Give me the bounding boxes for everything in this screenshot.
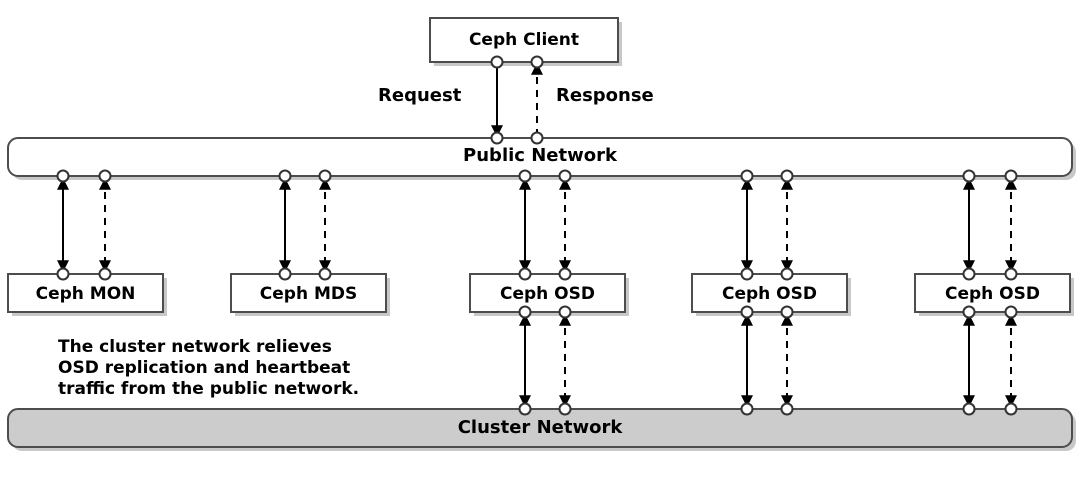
port-public-bottom-7[interactable]: [780, 169, 794, 183]
port-ceph-osd-3-top-1[interactable]: [1004, 267, 1018, 281]
port-public-bottom-3[interactable]: [318, 169, 332, 183]
ceph-osd-3-box[interactable]: [914, 273, 1071, 313]
port-public-bottom-6[interactable]: [740, 169, 754, 183]
links-group: [57, 62, 1017, 408]
port-public-top-0[interactable]: [490, 131, 504, 145]
port-public-bottom-8[interactable]: [962, 169, 976, 183]
ceph-mds-box[interactable]: [230, 273, 387, 313]
port-ceph-osd-1-top-1[interactable]: [558, 267, 572, 281]
port-ceph-osd-1-bottom-0[interactable]: [518, 305, 532, 319]
port-ceph-osd-2-bottom-1[interactable]: [780, 305, 794, 319]
port-ceph-mon-top-1[interactable]: [98, 267, 112, 281]
caption-block: The cluster network relieves OSD replica…: [58, 337, 359, 400]
port-cluster-top-1[interactable]: [558, 402, 572, 416]
port-ceph-osd-2-top-0[interactable]: [740, 267, 754, 281]
port-cluster-top-3[interactable]: [780, 402, 794, 416]
port-ceph-osd-1-top-0[interactable]: [518, 267, 532, 281]
port-ceph-mds-top-1[interactable]: [318, 267, 332, 281]
ports-group: [56, 55, 1018, 416]
cluster-network-box[interactable]: [7, 408, 1073, 448]
port-ceph-osd-3-bottom-1[interactable]: [1004, 305, 1018, 319]
port-client-bottom-0[interactable]: [490, 55, 504, 69]
port-cluster-top-5[interactable]: [1004, 402, 1018, 416]
port-ceph-osd-1-bottom-1[interactable]: [558, 305, 572, 319]
port-ceph-osd-2-top-1[interactable]: [780, 267, 794, 281]
ceph-osd-1-box[interactable]: [469, 273, 626, 313]
ceph-mon-box[interactable]: [7, 273, 164, 313]
port-public-bottom-0[interactable]: [56, 169, 70, 183]
port-public-bottom-9[interactable]: [1004, 169, 1018, 183]
caption-line-2: OSD replication and heartbeat: [58, 358, 351, 378]
port-public-bottom-1[interactable]: [98, 169, 112, 183]
port-cluster-top-4[interactable]: [962, 402, 976, 416]
port-public-bottom-2[interactable]: [278, 169, 292, 183]
port-public-bottom-5[interactable]: [558, 169, 572, 183]
ceph-osd-2-box[interactable]: [691, 273, 848, 313]
port-public-bottom-4[interactable]: [518, 169, 532, 183]
caption-line-3: traffic from the public network.: [58, 379, 360, 399]
port-ceph-osd-3-bottom-0[interactable]: [962, 305, 976, 319]
port-ceph-osd-3-top-0[interactable]: [962, 267, 976, 281]
caption-line-1: The cluster network relieves: [58, 337, 332, 357]
port-cluster-top-2[interactable]: [740, 402, 754, 416]
shapes-group: [7, 17, 1076, 451]
port-ceph-mds-top-0[interactable]: [278, 267, 292, 281]
port-client-bottom-1[interactable]: [530, 55, 544, 69]
port-public-top-1[interactable]: [530, 131, 544, 145]
port-ceph-osd-2-bottom-0[interactable]: [740, 305, 754, 319]
port-cluster-top-0[interactable]: [518, 402, 532, 416]
ceph-client-box[interactable]: [429, 17, 619, 63]
port-ceph-mon-top-0[interactable]: [56, 267, 70, 281]
